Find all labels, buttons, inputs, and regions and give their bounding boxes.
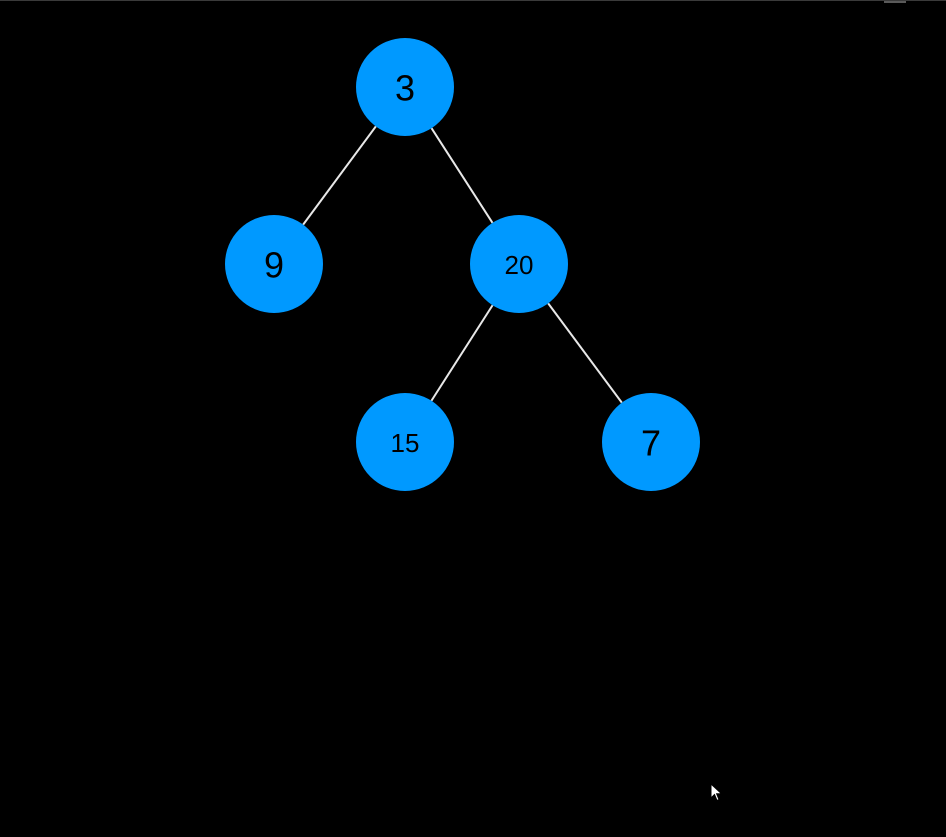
tree-edge-n3-n9 (302, 125, 377, 226)
mouse-pointer-icon (710, 783, 723, 802)
tree-node-label: 15 (391, 428, 420, 458)
tree-node-circle (602, 393, 700, 491)
tree-node-label: 20 (505, 250, 534, 280)
tree-edge-n3-n20 (430, 127, 494, 224)
tree-node-label: 9 (264, 245, 284, 286)
tree-node-label: 3 (395, 68, 415, 109)
tree-node-7: 7 (602, 393, 700, 491)
tree-node-9: 9 (225, 215, 323, 313)
tree-node-circle (356, 38, 454, 136)
tree-edges (302, 125, 623, 404)
tree-edge-n20-n15 (430, 304, 494, 402)
tree-node-circle (356, 393, 454, 491)
tree-nodes: 3 9 20 15 7 (225, 38, 700, 491)
tree-node-15: 15 (356, 393, 454, 491)
tree-node-circle (470, 215, 568, 313)
tree-node-20: 20 (470, 215, 568, 313)
tree-node-circle (225, 215, 323, 313)
tree-node-3: 3 (356, 38, 454, 136)
tree-edge-n20-n7 (547, 302, 623, 404)
window-edge-marker (884, 1, 906, 3)
tree-node-label: 7 (641, 423, 661, 464)
